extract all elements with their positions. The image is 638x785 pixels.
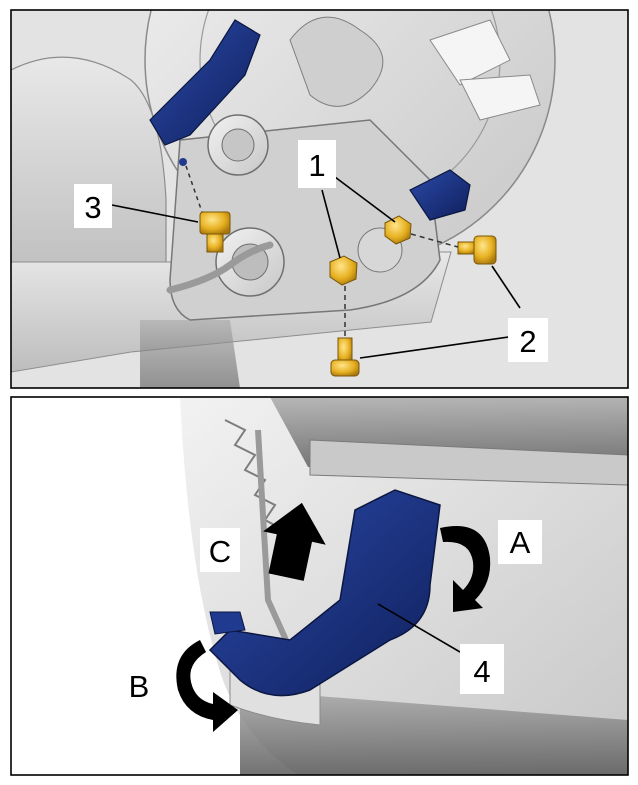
bolt-bottom — [330, 337, 360, 377]
bolt-right-head — [473, 235, 497, 265]
bolt-right-shank — [457, 241, 477, 255]
leader-2-right — [491, 265, 521, 309]
label-b: B — [129, 669, 150, 704]
blue-pin — [179, 158, 187, 166]
top-panel-border — [10, 9, 629, 389]
label-2: 2 — [519, 324, 536, 359]
bolt-bottom-head — [330, 359, 360, 377]
bottom-panel: C A B 4 — [10, 396, 629, 776]
lower-tube — [240, 690, 628, 775]
bottom-panel-border — [10, 396, 629, 776]
nut-lower-body — [329, 255, 358, 286]
label-b-box — [118, 664, 160, 708]
leader-2-bottom — [359, 335, 517, 359]
disc-slot-2 — [459, 74, 541, 121]
label-4-box — [460, 644, 504, 694]
disc-slot — [429, 19, 511, 86]
bracket-tab — [209, 611, 246, 635]
leader-1-upper — [334, 176, 396, 223]
bolt-3-axis — [185, 165, 203, 213]
label-c-box — [200, 528, 240, 572]
leader-4 — [377, 603, 461, 653]
label-4: 4 — [473, 654, 490, 689]
arrow-b — [176, 640, 238, 732]
bolt-right-axis — [410, 233, 459, 248]
recliner-teeth — [224, 419, 281, 529]
blue-clip-right — [409, 169, 471, 221]
bolt-3-head — [199, 211, 231, 235]
label-2-box — [508, 318, 548, 362]
blue-bracket — [208, 489, 441, 697]
bolt-3 — [199, 211, 231, 253]
frame-shadow — [140, 320, 240, 388]
bolt-right — [457, 235, 497, 265]
arrow-c — [263, 502, 326, 581]
nut-lower — [329, 255, 358, 286]
label-3-box — [74, 184, 112, 228]
blue-clip-top — [149, 19, 261, 146]
bolt-3-shank — [206, 233, 224, 253]
top-panel: 1 2 3 — [10, 9, 629, 389]
label-c: C — [209, 534, 231, 569]
label-1-box — [298, 140, 336, 188]
label-a-box — [498, 520, 542, 564]
wire — [166, 241, 274, 294]
leader-1-lower — [321, 189, 341, 259]
nut-upper-body — [384, 215, 412, 245]
pivot-bolt-center — [221, 128, 255, 162]
arrow-a — [440, 526, 491, 612]
rail-bar — [309, 439, 628, 486]
vertical-rod — [255, 429, 289, 642]
leader-3 — [111, 204, 199, 223]
label-a: A — [510, 525, 531, 560]
label-1: 1 — [308, 148, 325, 183]
nut-upper — [384, 215, 412, 245]
label-3: 3 — [84, 190, 101, 225]
disc-cutout — [289, 16, 384, 107]
